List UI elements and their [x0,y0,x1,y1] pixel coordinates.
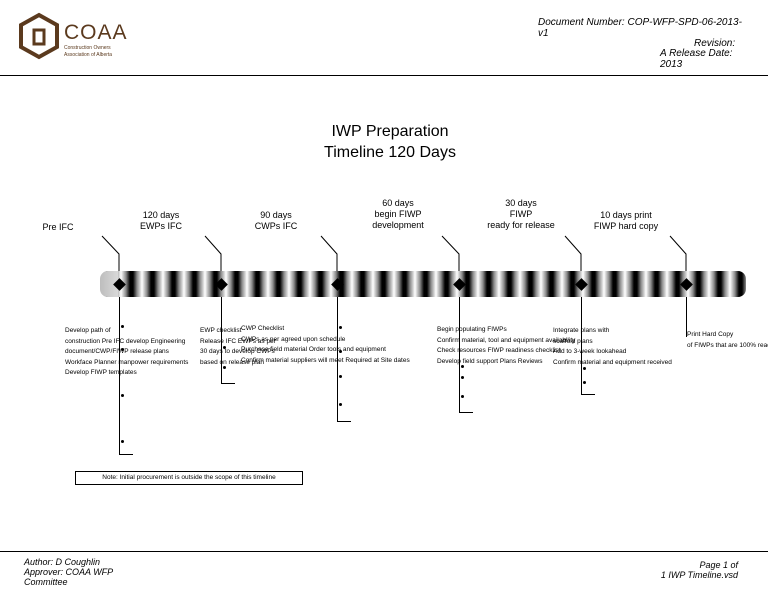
task-bracket-line-1 [119,297,120,454]
bullet-dot [339,326,342,329]
task-list-30-days: Integrate plans with scaffold plans Add … [553,327,672,366]
author-block: Author: D Coughlin Approver: COAA WFP Co… [24,557,114,587]
bullet-dot [223,366,226,369]
bullet-dot [121,325,124,328]
task-list-pre-ifc: Develop path of construction Pre IFC dev… [65,327,189,376]
task-bracket-line-4 [459,297,460,412]
bullet-dot [339,403,342,406]
bullet-dot [121,348,124,351]
timeline-bar [100,271,746,297]
task-list-120-days: EWP checklist Release IFC EWPs as per 30… [200,327,276,366]
milestone-label-120-days: 120 days EWPs IFC [140,210,182,231]
logo-subtitle-2: Association of Alberta [64,52,113,58]
timeline-bar-start-cap [100,271,118,297]
task-list-10-days: Print Hard Copy of FIWPs that are 100% r… [687,331,768,349]
bullet-dot [223,346,226,349]
footer-divider [0,551,768,552]
milestone-label-pre-ifc: Pre IFC [42,222,74,232]
hexagon-logo-icon [19,12,59,60]
logo-name: COAA [64,21,128,44]
task-bracket-foot-2 [221,383,235,384]
task-bracket-foot-4 [459,412,473,413]
logo-subtitle-1: Construction Owners [64,45,111,51]
bullet-dot [121,440,124,443]
revision-label: Revision: [694,38,736,49]
bullet-dot [121,394,124,397]
task-bracket-line-5 [581,297,582,394]
bullet-dot [461,376,464,379]
page-number-block: Page 1 of 1 IWP Timeline.vsd [660,560,738,580]
diagram-title: IWP Preparation Timeline 120 Days [324,123,456,161]
milestone-label-60-days: 60 days begin FIWP development [372,198,424,230]
release-date: A Release Date: 2013 [660,48,733,70]
task-bracket-foot-3 [337,421,351,422]
bullet-dot [339,375,342,378]
task-bracket-line-6 [686,297,687,337]
document-number: Document Number: COP-WFP-SPD-06-2013- v1 [538,17,742,39]
task-list-60-days: Begin populating FIWPs Confirm material,… [437,326,576,365]
coaa-logo: COAA Construction Owners Association of … [18,12,138,62]
task-bracket-foot-5 [581,394,595,395]
bullet-dot [583,367,586,370]
header-divider [0,75,768,76]
task-bracket-line-2 [221,297,222,383]
task-list-90-days: CWP Checklist CWPs as per agreed upon sc… [241,325,410,364]
task-bracket-foot-1 [119,454,133,455]
bullet-dot [339,350,342,353]
task-bracket-line-3 [337,297,338,421]
bullet-dot [461,365,464,368]
bullet-dot [461,395,464,398]
bullet-dot [583,381,586,384]
milestone-label-10-days: 10 days print FIWP hard copy [593,210,659,231]
milestone-label-90-days: 90 days CWPs IFC [254,210,298,231]
milestone-label-30-days: 30 days FIWP ready for release [487,198,555,230]
procurement-note: Note: Initial procurement is outside the… [75,471,303,485]
